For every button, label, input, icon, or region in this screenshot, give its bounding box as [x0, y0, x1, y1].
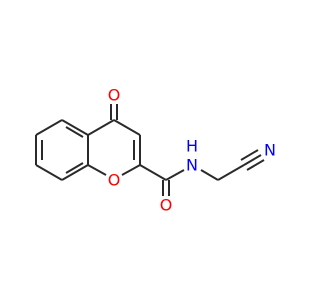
- benzene-ring: [35, 119, 89, 181]
- atom-amide-hydrogen: H: [186, 137, 198, 156]
- pyranone-ring: [87, 104, 141, 176]
- bond-benzene-3: [35, 164, 63, 181]
- bond-benzene-4: [61, 164, 89, 181]
- bond-n-ch2: [200, 169, 219, 181]
- atom-nitrile-nitrogen: N: [264, 141, 276, 160]
- bond-benzene-double-2: [65, 162, 84, 174]
- atom-amide-nitrogen: N: [186, 156, 198, 175]
- bond-ch2-cn: [217, 164, 245, 181]
- bond-nitrile-2: [240, 149, 259, 161]
- atom-amide-oxygen: O: [160, 196, 173, 215]
- bond-c2-o1: [121, 164, 141, 176]
- bond-o1-c8a: [87, 164, 107, 176]
- bond-c2-camide: [139, 164, 167, 181]
- atom-carbonyl-oxygen: O: [108, 86, 121, 105]
- bond-benzene-6: [61, 119, 89, 136]
- bond-camide-n: [165, 169, 185, 181]
- amide-chain: [139, 149, 265, 196]
- bond-nitrile-3: [246, 159, 265, 171]
- atom-ring-oxygen: O: [108, 171, 121, 190]
- bond-c4-c3: [113, 119, 141, 136]
- bond-c4a-c4: [87, 119, 115, 136]
- bond-benzene-1: [35, 119, 63, 136]
- bond-nitrile-1: [243, 154, 262, 166]
- bond-benzene-double-3: [65, 126, 84, 138]
- molecule-structure-diagram: O O O H N N: [35, 86, 276, 215]
